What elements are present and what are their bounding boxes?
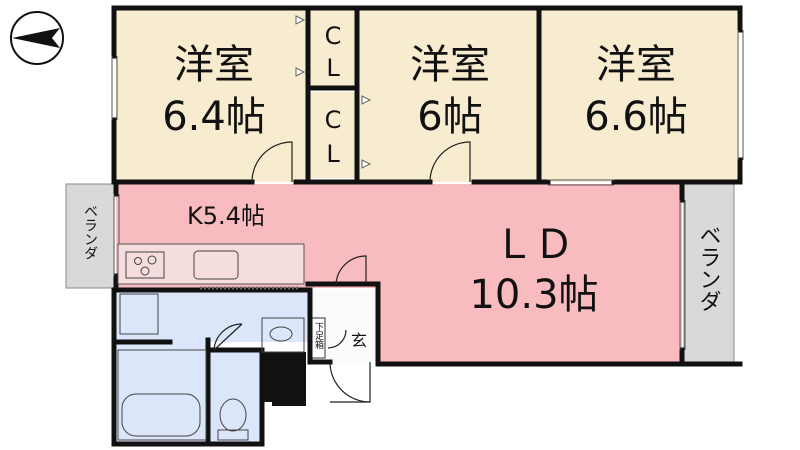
western-room-2-size: 6帖 [417, 94, 482, 140]
ld-name: ＬＤ [494, 222, 574, 268]
ld-size: 10.3帖 [469, 272, 598, 318]
washroom [116, 290, 312, 342]
closet-top [310, 10, 356, 86]
closet-bottom-line2: L [326, 140, 340, 168]
washroom-fixtures [119, 293, 305, 353]
western-room-2 [357, 10, 538, 182]
western-room-1-size: 6.4帖 [162, 94, 266, 140]
toilet-fixture [217, 398, 249, 441]
western-room-3 [541, 10, 737, 182]
closet-top-line2: L [326, 54, 340, 82]
entrance-label: 玄 [351, 331, 367, 350]
shoe-box-label: 下足箱 [313, 322, 324, 350]
ld-lower-area [378, 284, 682, 364]
toilet [210, 352, 260, 442]
closet-top-line1: C [325, 22, 342, 50]
door-swings [213, 141, 471, 403]
veranda-right-area [683, 183, 735, 365]
western-room-3-name: 洋室 [596, 42, 676, 88]
western-room-1-name: 洋室 [174, 42, 254, 88]
bathroom [116, 342, 208, 442]
kitchen-counter [117, 243, 305, 290]
western-room-3-size: 6.6帖 [584, 94, 688, 140]
western-room-1 [116, 10, 306, 182]
closet-bottom-line1: C [325, 106, 342, 134]
north-arrow-icon [10, 11, 64, 65]
closet-bottom [310, 92, 356, 178]
veranda-left-area [65, 183, 115, 289]
bathtub [117, 349, 207, 441]
veranda-left-label: ベランダ [82, 204, 98, 260]
kitchen-label: K5.4帖 [187, 202, 265, 230]
pipe-shaft-lower [272, 352, 306, 406]
western-room-2-name: 洋室 [410, 42, 490, 88]
veranda-right-label: ベランダ [696, 224, 721, 312]
closet-door-marks [295, 15, 372, 169]
